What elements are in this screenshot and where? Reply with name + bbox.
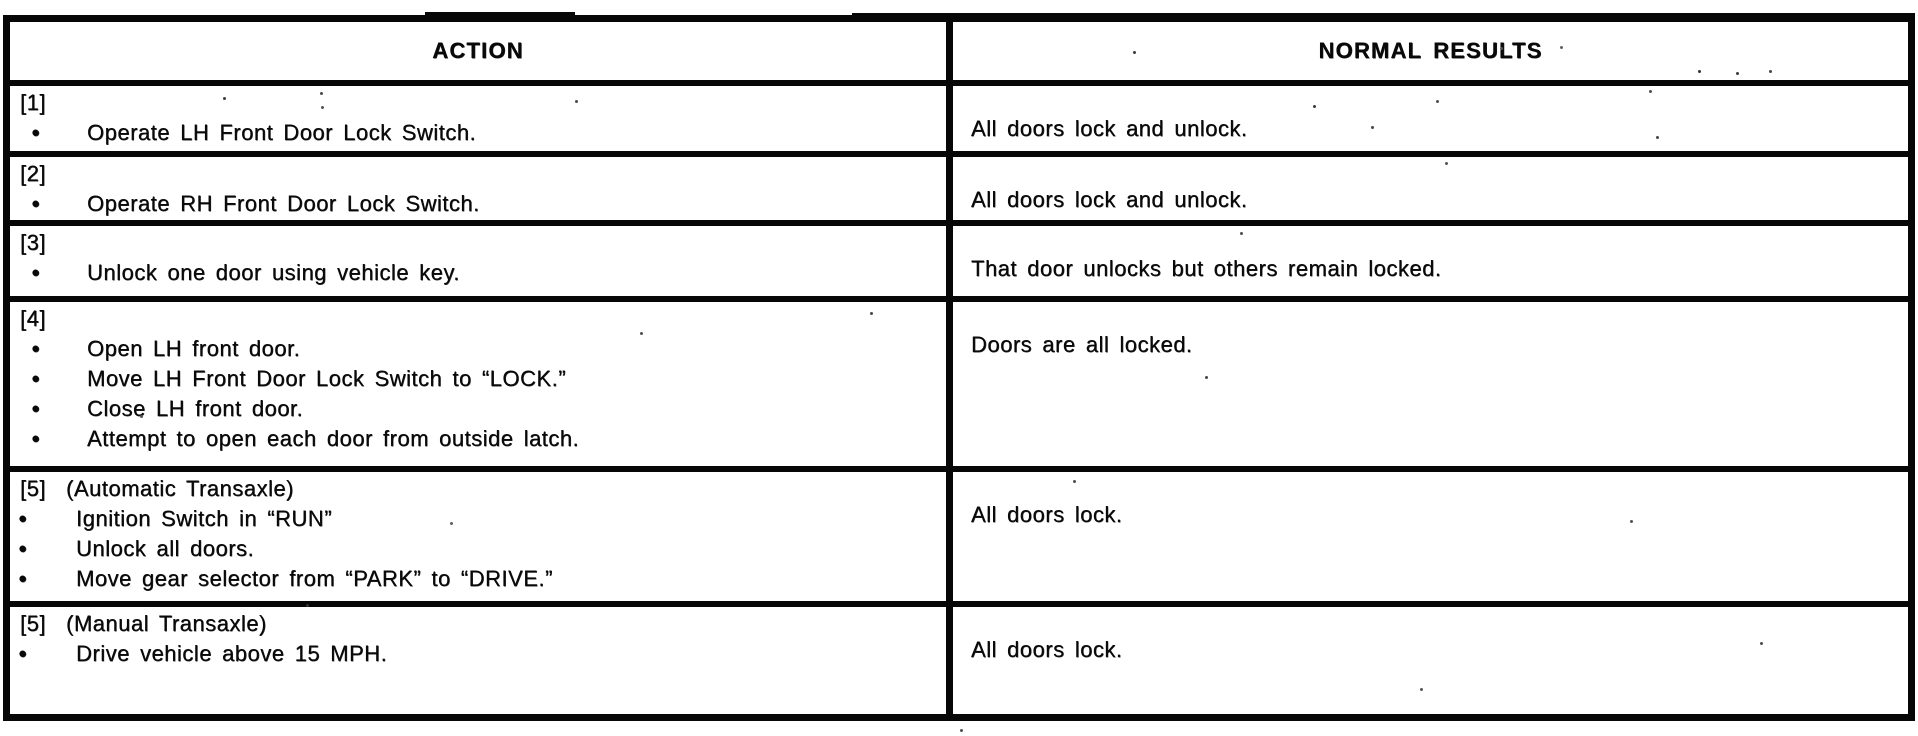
action-item: Open LH front door. — [20, 334, 938, 364]
step-number: [5] — [20, 476, 46, 501]
table-row: [5] (Manual Transaxle) Drive vehicle abo… — [10, 607, 1908, 714]
step-number: [5] — [20, 611, 46, 636]
action-item: Move LH Front Door Lock Switch to “LOCK.… — [20, 364, 938, 394]
step-label-line: [2] — [20, 159, 938, 189]
step-number: [4] — [20, 306, 46, 331]
step-label-line: [1] — [20, 88, 938, 118]
action-item: Drive vehicle above 15 MPH. — [20, 639, 938, 669]
action-item: Unlock one door using vehicle key. — [20, 258, 938, 288]
action-cell: [2] Operate RH Front Door Lock Switch. — [10, 157, 953, 220]
result-cell: That door unlocks but others remain lock… — [953, 226, 1908, 296]
action-cell: [5] (Manual Transaxle) Drive vehicle abo… — [10, 607, 953, 714]
action-item: Operate LH Front Door Lock Switch. — [20, 118, 938, 148]
scan-border-artifact — [852, 13, 1915, 22]
action-item-text: Move LH Front Door Lock Switch to “LOCK.… — [87, 366, 567, 391]
bullet-icon — [20, 334, 87, 364]
diagnostic-table: ACTION NORMAL RESULTS [1] Operate LH Fro… — [3, 15, 1915, 721]
result-cell: Doors are all locked. — [953, 302, 1908, 466]
action-item: Move gear selector from “PARK” to “DRIVE… — [20, 564, 938, 594]
result-text: That door unlocks but others remain lock… — [971, 256, 1442, 281]
action-cell: [1] Operate LH Front Door Lock Switch. — [10, 86, 953, 151]
step-note: (Automatic Transaxle) — [66, 476, 294, 501]
action-item: Operate RH Front Door Lock Switch. — [20, 189, 938, 219]
step-note: (Manual Transaxle) — [66, 611, 267, 636]
step-number: [1] — [20, 90, 46, 115]
bullet-icon — [18, 534, 76, 564]
action-cell: [4] Open LH front door. Move LH Front Do… — [10, 302, 953, 466]
action-item-text: Unlock one door using vehicle key. — [87, 260, 460, 285]
result-text: All doors lock. — [971, 502, 1123, 527]
action-item: Unlock all doors. — [20, 534, 938, 564]
step-number: [3] — [20, 230, 46, 255]
result-cell: All doors lock and unlock. — [953, 86, 1908, 151]
action-cell: [3] Unlock one door using vehicle key. — [10, 226, 953, 296]
action-item-text: Operate RH Front Door Lock Switch. — [87, 191, 480, 216]
bullet-icon — [18, 564, 76, 594]
action-item-text: Move gear selector from “PARK” to “DRIVE… — [76, 566, 553, 591]
column-header-action: ACTION — [10, 22, 953, 80]
step-label-line: [5] (Manual Transaxle) — [20, 609, 938, 639]
table-row: [3] Unlock one door using vehicle key. T… — [10, 226, 1908, 302]
table-row: [2] Operate RH Front Door Lock Switch. A… — [10, 157, 1908, 226]
bullet-icon — [20, 189, 87, 219]
result-cell: All doors lock. — [953, 472, 1908, 601]
action-item: Attempt to open each door from outside l… — [20, 424, 938, 454]
column-header-action-label: ACTION — [432, 38, 524, 63]
step-label-line: [5] (Automatic Transaxle) — [20, 474, 938, 504]
result-text: All doors lock. — [971, 637, 1123, 662]
column-header-normal-results: NORMAL RESULTS — [953, 22, 1908, 80]
action-item-text: Attempt to open each door from outside l… — [87, 426, 580, 451]
scan-border-artifact — [425, 12, 575, 18]
bullet-icon — [20, 364, 87, 394]
action-item-text: Drive vehicle above 15 MPH. — [76, 641, 388, 666]
action-item-text: Open LH front door. — [87, 336, 301, 361]
column-header-results-label: NORMAL RESULTS — [1318, 38, 1543, 63]
action-cell: [5] (Automatic Transaxle) Ignition Switc… — [10, 472, 953, 601]
table-header-row: ACTION NORMAL RESULTS — [10, 22, 1908, 86]
action-item: Ignition Switch in “RUN” — [20, 504, 938, 534]
table-row: [1] Operate LH Front Door Lock Switch. A… — [10, 86, 1908, 157]
action-item: Close LH front door. — [20, 394, 938, 424]
scan-noise-speckles — [0, 0, 3, 3]
action-item-text: Ignition Switch in “RUN” — [76, 506, 333, 531]
action-item-text: Unlock all doors. — [76, 536, 255, 561]
table-row: [5] (Automatic Transaxle) Ignition Switc… — [10, 472, 1908, 607]
bullet-icon — [20, 394, 87, 424]
bullet-icon — [20, 258, 87, 288]
result-text: All doors lock and unlock. — [971, 187, 1248, 212]
step-number: [2] — [20, 161, 46, 186]
result-text: Doors are all locked. — [971, 332, 1193, 357]
bullet-icon — [20, 424, 87, 454]
step-label-line: [4] — [20, 304, 938, 334]
bullet-icon — [20, 118, 87, 148]
table-row: [4] Open LH front door. Move LH Front Do… — [10, 302, 1908, 472]
bullet-icon — [18, 639, 76, 669]
result-text: All doors lock and unlock. — [971, 116, 1248, 141]
result-cell: All doors lock. — [953, 607, 1908, 714]
action-item-text: Operate LH Front Door Lock Switch. — [87, 120, 477, 145]
action-item-text: Close LH front door. — [87, 396, 304, 421]
step-label-line: [3] — [20, 228, 938, 258]
result-cell: All doors lock and unlock. — [953, 157, 1908, 220]
bullet-icon — [18, 504, 76, 534]
